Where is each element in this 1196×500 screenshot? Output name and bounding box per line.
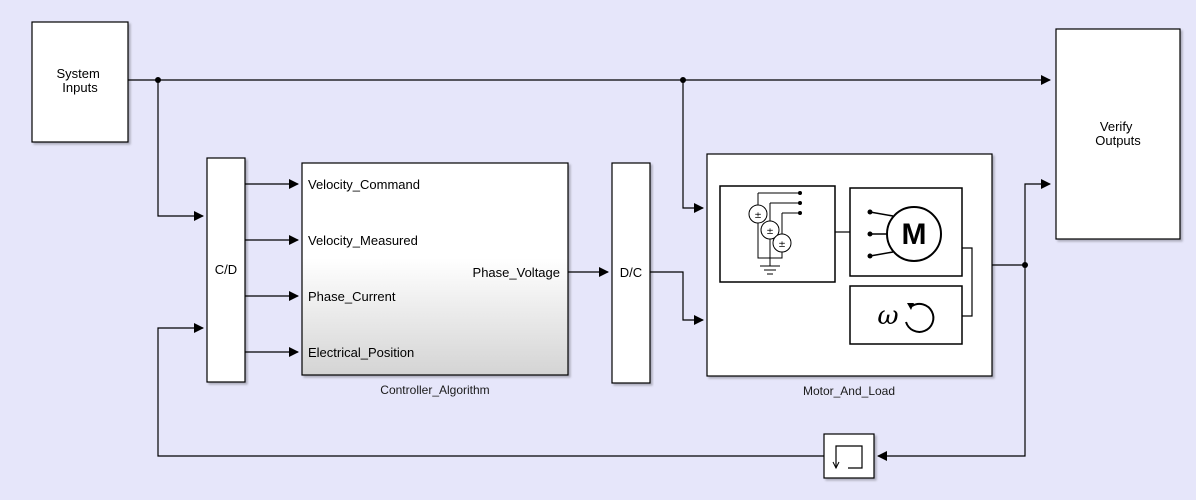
omega-symbol: ω [877,301,898,331]
verify-outputs-label-line2: Outputs [1095,133,1141,148]
dc-block[interactable]: D/C [611,162,651,384]
svg-text:±: ± [754,211,762,221]
wire-dc-to-motor [650,271,704,325]
signal-wires [128,75,1051,461]
motor-and-load-block[interactable]: ± ± ± M [706,153,993,377]
rotation-load-icon: ω [849,285,963,345]
cd-label: C/D [215,262,237,277]
wire-feedback-to-delay [877,265,1026,461]
port-phase-current: Phase_Current [308,289,396,304]
port-velocity-measured: Velocity_Measured [308,233,418,248]
verify-outputs-label: Verify Outputs [1095,119,1141,148]
system-inputs-block[interactable]: System Inputs [31,21,129,143]
wire-delay-to-cd [157,323,824,457]
controller-algorithm-block[interactable]: Velocity_Command Velocity_Measured Phase… [301,162,569,376]
svg-text:±: ± [778,240,786,250]
verify-outputs-block[interactable]: Verify Outputs [1055,28,1181,240]
wire-motor-to-verify [1024,179,1051,265]
motor-and-load-caption: Motor_And_Load [803,384,895,398]
wire-motor-to-load [962,247,973,317]
voltage-sources-icon: ± ± ± [719,185,836,283]
port-electrical-position: Electrical_Position [308,345,414,360]
system-inputs-label-line2: Inputs [62,80,98,95]
system-inputs-label-line1: System [57,66,100,81]
motor-letter: M [902,218,927,251]
system-inputs-label: System Inputs [57,66,104,95]
controller-algorithm-caption: Controller_Algorithm [380,383,489,397]
wire-inputs-to-motor [682,80,704,213]
dc-label: D/C [620,265,642,280]
port-phase-voltage: Phase_Voltage [473,265,560,280]
motor-icon: M [849,187,963,277]
unit-delay-icon [832,445,863,470]
unit-delay-block[interactable] [823,433,875,479]
port-velocity-command: Velocity_Command [308,177,420,192]
svg-text:±: ± [766,227,774,237]
cd-block[interactable]: C/D [206,157,246,383]
wire-inputs-to-cd [157,80,204,221]
verify-outputs-label-line1: Verify [1100,119,1133,134]
